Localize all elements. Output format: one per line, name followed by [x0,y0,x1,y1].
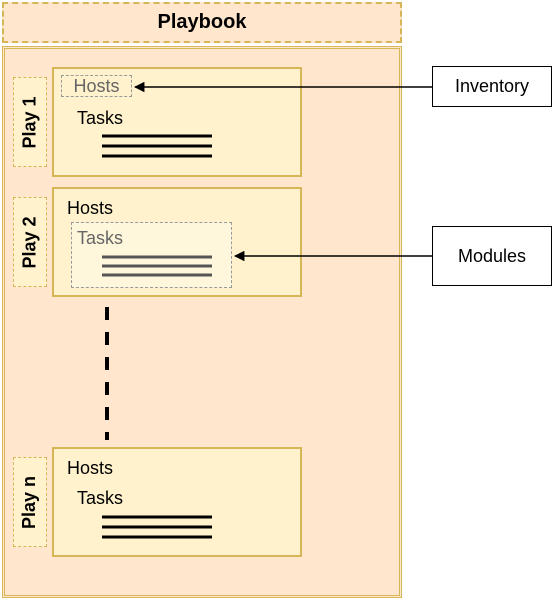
inventory-box: Inventory [432,66,552,107]
play-n-box [52,447,302,557]
play-1-tasks-label: Tasks [77,108,124,128]
play-n-hosts-label: Hosts [67,458,114,478]
play-n-tab: Play n [13,457,47,547]
play-1-task-lines [102,134,212,158]
play-1-box [52,67,302,177]
play-2-task-lines [102,255,212,277]
modules-label: Modules [457,245,527,266]
inventory-label: Inventory [454,76,530,96]
play-n-tasks-label: Tasks [77,488,124,508]
play-n-task-lines [102,515,212,539]
play-1-hosts-box: Hosts [61,75,132,97]
playbook-title: Playbook [2,2,402,43]
play-1-tab: Play 1 [13,77,47,167]
play-2-tab: Play 2 [13,197,47,287]
play-2-tasks-label: Tasks [77,228,124,248]
play-2-tasks-box [71,222,232,288]
play-2-hosts-label: Hosts [67,198,114,218]
play-1-hosts-label: Hosts [73,76,120,96]
modules-box: Modules [432,226,552,286]
